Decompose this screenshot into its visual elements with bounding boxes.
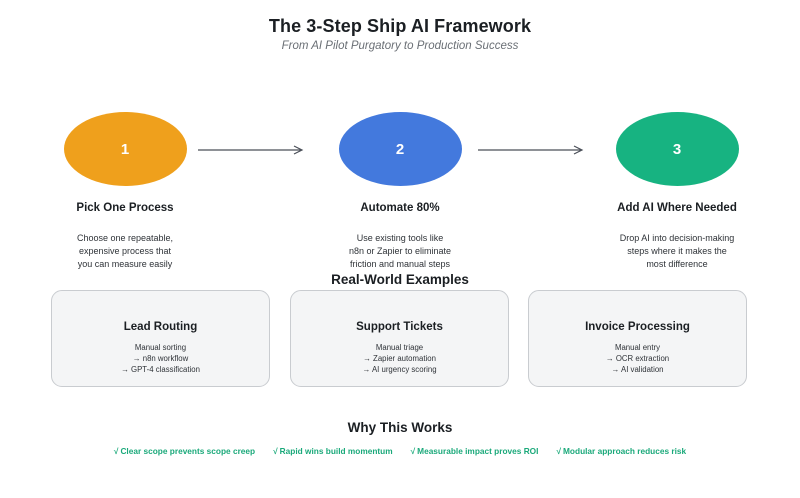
example-card-step: → Zapier automation: [363, 354, 436, 363]
check-icon: √: [273, 446, 278, 456]
benefit-label: Modular approach reduces risk: [563, 446, 687, 456]
step-1-heading: Pick One Process: [76, 202, 174, 214]
step-2-description-line: friction and manual steps: [349, 259, 451, 269]
example-card-title: Invoice Processing: [585, 321, 690, 333]
benefit-item: √Rapid wins build momentum: [264, 446, 402, 456]
step-2-number: 2: [395, 140, 405, 158]
step-2: 2 Automate 80% Use existing tools like n…: [277, 112, 523, 271]
example-card-steps: Manual triage → Zapier automation → AI u…: [291, 342, 508, 375]
example-card-support-tickets: Support Tickets Manual triage → Zapier a…: [290, 290, 509, 387]
step-3-description: Drop AI into decision-making steps where…: [554, 232, 800, 271]
benefits-list: √Clear scope prevents scope creep √Rapid…: [0, 446, 800, 456]
step-1-description-line: Choose one repeatable,: [76, 233, 174, 243]
arrow-step1-to-step2-icon: [198, 142, 308, 158]
arrow-step2-to-step3-icon: [478, 142, 588, 158]
example-card-steps: Manual entry → OCR extraction → AI valid…: [529, 342, 746, 375]
step-1: 1 Pick One Process Choose one repeatable…: [2, 112, 248, 271]
example-card-step: → OCR extraction: [605, 354, 670, 363]
benefit-label: Rapid wins build momentum: [279, 446, 393, 456]
example-card-step: → AI validation: [611, 365, 664, 374]
check-icon: √: [410, 446, 416, 456]
examples-section-heading: Real-World Examples: [331, 272, 469, 287]
step-1-description-line: you can measure easily: [77, 259, 173, 269]
step-3-description-line: most difference: [646, 259, 708, 269]
page-subtitle: From AI Pilot Purgatory to Production Su…: [281, 40, 519, 52]
step-2-description-line: n8n or Zapier to eliminate: [348, 246, 452, 256]
check-icon: √: [113, 446, 119, 456]
step-3-circle: 3: [615, 112, 739, 186]
why-section-heading: Why This Works: [347, 420, 453, 435]
step-3-number: 3: [672, 140, 682, 158]
step-2-description-line: Use existing tools like: [356, 233, 444, 243]
example-card-invoice-processing: Invoice Processing Manual entry → OCR ex…: [528, 290, 747, 387]
step-3: 3 Add AI Where Needed Drop AI into decis…: [554, 112, 800, 271]
step-2-heading: Automate 80%: [360, 202, 440, 214]
step-3-heading: Add AI Where Needed: [617, 202, 737, 214]
example-card-title: Lead Routing: [123, 321, 198, 333]
step-1-description: Choose one repeatable, expensive process…: [2, 232, 248, 271]
benefit-item: √Modular approach reduces risk: [547, 446, 695, 456]
step-1-circle: 1: [63, 112, 187, 186]
example-card-lead-routing: Lead Routing Manual sorting → n8n workfl…: [51, 290, 270, 387]
example-card-step: → AI urgency scoring: [362, 365, 437, 374]
benefit-item: √Clear scope prevents scope creep: [105, 446, 264, 456]
example-card-step: Manual entry: [614, 343, 661, 352]
check-icon: √: [556, 446, 562, 456]
benefit-item: √Measurable impact proves ROI: [402, 446, 548, 456]
example-card-step: → n8n workflow: [132, 354, 189, 363]
example-card-step: Manual sorting: [134, 343, 187, 352]
step-2-description: Use existing tools like n8n or Zapier to…: [277, 232, 523, 271]
example-card-step: Manual triage: [375, 343, 424, 352]
step-1-number: 1: [120, 140, 130, 158]
benefit-label: Measurable impact proves ROI: [417, 446, 539, 456]
example-card-steps: Manual sorting → n8n workflow → GPT-4 cl…: [52, 342, 269, 375]
step-3-description-line: steps where it makes the: [627, 246, 727, 256]
step-1-description-line: expensive process that: [78, 246, 172, 256]
step-3-description-line: Drop AI into decision-making: [619, 233, 735, 243]
benefit-label: Clear scope prevents scope creep: [120, 446, 256, 456]
step-2-circle: 2: [338, 112, 462, 186]
page-title: The 3-Step Ship AI Framework: [268, 16, 532, 36]
example-card-title: Support Tickets: [356, 321, 443, 333]
example-card-step: → GPT-4 classification: [121, 365, 200, 374]
